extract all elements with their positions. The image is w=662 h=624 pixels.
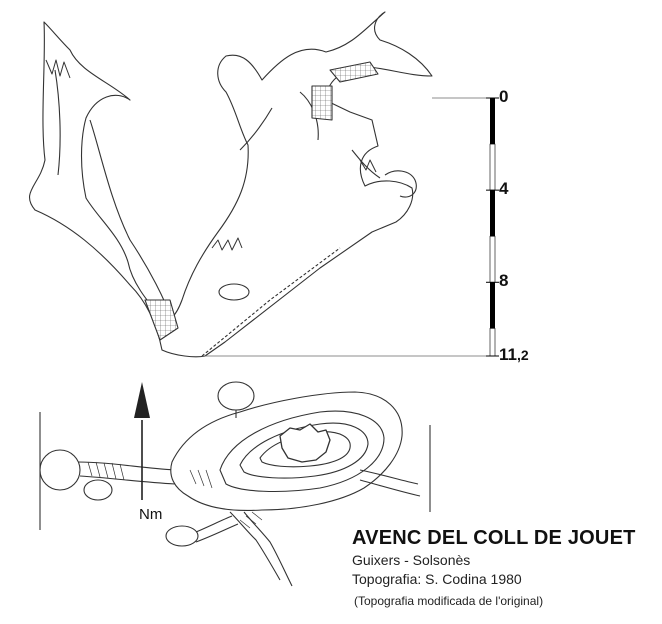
north-arrow bbox=[134, 382, 150, 500]
scale-tick-label: 8 bbox=[499, 271, 509, 291]
north-label: Nm bbox=[139, 506, 163, 523]
scale-tick-label: 0 bbox=[499, 87, 509, 106]
cave-section-elevation bbox=[29, 11, 433, 358]
scale-reference-lines bbox=[205, 97, 490, 357]
scale-segment bbox=[489, 235, 496, 283]
survey-credit: Topografia: S. Codina 1980 bbox=[352, 571, 522, 587]
scale-tick-label: 4 bbox=[499, 179, 509, 199]
cave-region: Guixers - Solsonès bbox=[352, 552, 471, 568]
scale-segment bbox=[490, 282, 495, 329]
scale-segment bbox=[490, 190, 495, 237]
scale-segment bbox=[489, 143, 496, 191]
cave-plan-view bbox=[39, 381, 431, 587]
scale-segment bbox=[490, 98, 495, 145]
survey-note: (Topografia modificada de l'original) bbox=[354, 594, 544, 608]
depth-scale-bar bbox=[486, 97, 499, 357]
scale-tick-label: 11,2 bbox=[499, 345, 529, 364]
cave-title: AVENC DEL COLL DE JOUET bbox=[352, 527, 636, 549]
scale-segment bbox=[489, 328, 496, 357]
